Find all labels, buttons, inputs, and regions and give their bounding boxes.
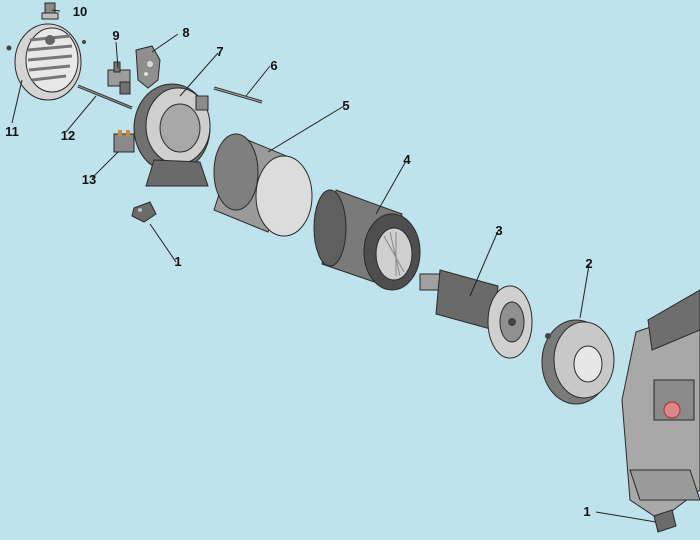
part-12-rod [77,84,133,110]
part-2-adapter [541,319,615,405]
callout-2: 2 [585,256,592,271]
leader-2 [579,264,590,319]
leader-lines [11,9,657,523]
leader-7 [179,52,219,97]
leader-13 [91,151,119,179]
part-9-bracket [107,61,131,95]
leader-10 [51,9,61,12]
leader-3 [469,230,499,297]
part-1-mount-lower [653,509,677,533]
engine-block [621,289,700,521]
part-6-bolt [213,86,263,104]
callout-12: 12 [61,128,75,143]
leader-1b [595,511,657,523]
leader-4 [375,160,407,215]
callout-10: 10 [73,4,87,19]
part-13-terminal-block [113,130,135,153]
callout-8: 8 [182,25,189,40]
part-3-rotor [419,269,533,359]
callout-4: 4 [403,152,411,167]
callout-7: 7 [216,44,223,59]
part-7-housing [133,83,211,187]
leader-6 [245,65,271,97]
part-11-end-cover [6,23,86,101]
callout-1-lower: 1 [583,504,590,519]
leader-9 [115,41,119,69]
part-8-plate [135,45,161,89]
leader-1a [149,223,177,263]
callouts: 10 11 12 13 9 8 7 6 5 4 3 2 1 1 [5,4,592,519]
callout-6: 6 [270,58,277,73]
leader-5 [267,105,345,153]
leader-12 [65,95,97,133]
callout-1-upper: 1 [174,254,181,269]
part-5-sleeve [213,133,313,237]
callout-5: 5 [342,98,349,113]
leader-11 [11,79,23,124]
callout-3: 3 [495,223,502,238]
leader-8 [151,33,179,53]
callout-9: 9 [112,28,119,43]
callout-13: 13 [82,172,96,187]
callout-11: 11 [5,124,19,139]
part-10-knob [41,2,59,20]
part-4-stator [313,189,421,291]
part-1-mount-upper [131,201,157,223]
